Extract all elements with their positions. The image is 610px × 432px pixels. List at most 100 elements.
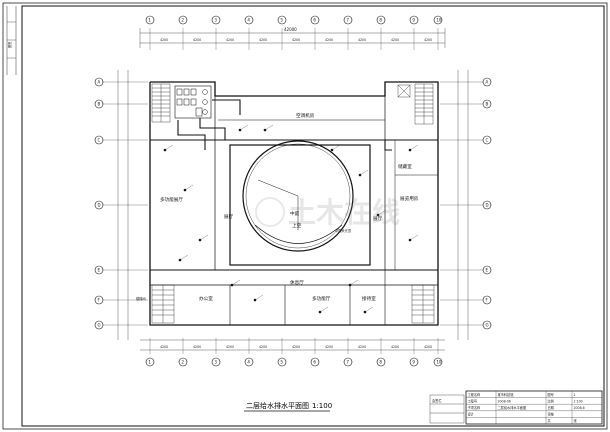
grid-col-label: 3 bbox=[214, 18, 217, 23]
grid-bubble-col: 3 bbox=[211, 15, 221, 50]
grid-bubble-col: 1 bbox=[145, 15, 155, 50]
title-block-cell: 设计 bbox=[468, 412, 475, 417]
grid-bubble-row: F bbox=[94, 295, 148, 305]
grid-bubble-col: 10 bbox=[433, 15, 443, 50]
top-dim-text: 4200 bbox=[292, 38, 300, 42]
grid-row-label: D bbox=[486, 203, 489, 208]
grid-bubble-row: B bbox=[94, 99, 148, 109]
grid-row-label: G bbox=[98, 323, 101, 328]
grid-col-label: 10 bbox=[436, 360, 442, 365]
bottom-dim-text: 4200 bbox=[358, 345, 366, 349]
grid-bubble-col: 8 bbox=[376, 15, 386, 50]
title-block-cell: 工程名称 bbox=[468, 392, 482, 397]
drain-point bbox=[330, 144, 341, 152]
drain-point bbox=[408, 144, 419, 152]
grid-col-label: 7 bbox=[346, 360, 349, 365]
room-atrium-sub: 上空 bbox=[292, 222, 302, 229]
bottom-dimensions bbox=[140, 339, 445, 351]
title-block-cell: 1:100 bbox=[574, 399, 583, 403]
drain-point bbox=[183, 184, 194, 192]
grid-bubble-row: C bbox=[440, 135, 492, 145]
top-dim-text: 4200 bbox=[391, 38, 399, 42]
drain-point bbox=[318, 306, 329, 314]
title-block-cell: 张 bbox=[574, 418, 578, 423]
title-block-cell: 2008-06 bbox=[498, 399, 511, 403]
stair-bottom-right bbox=[411, 284, 435, 324]
room-atrium: 中庭 bbox=[290, 210, 300, 217]
grid-row-label: C bbox=[98, 138, 101, 143]
grid-row-label: A bbox=[486, 80, 489, 85]
grid-bubbles-left: A B C D E F G bbox=[94, 77, 148, 330]
bottom-dim-text: 4200 bbox=[292, 345, 300, 349]
toilet-fixtures bbox=[174, 85, 212, 119]
grid-bubble-row: E bbox=[94, 265, 148, 275]
drain-point bbox=[376, 209, 387, 217]
top-dim-text: 4200 bbox=[424, 38, 432, 42]
grid-row-label: D bbox=[98, 203, 101, 208]
grid-col-label: 9 bbox=[412, 18, 415, 23]
grid-bubble-col: 9 bbox=[409, 338, 419, 367]
grid-bubble-row: B bbox=[440, 99, 492, 109]
title-block-cell: 2 bbox=[574, 393, 576, 397]
grid-bubble-row: C bbox=[94, 135, 148, 145]
title-block-cell: 子项名称 bbox=[468, 405, 482, 410]
grid-col-label: 1 bbox=[148, 18, 151, 23]
title-block-cell: 日期 bbox=[548, 405, 554, 410]
atrium-circle bbox=[242, 140, 354, 252]
drain-point bbox=[358, 169, 369, 177]
grid-row-label: F bbox=[486, 298, 489, 303]
drain-point bbox=[263, 124, 274, 132]
room-top-corridor: 空调机房 bbox=[296, 112, 315, 119]
title-block-cell: 共 bbox=[548, 418, 552, 423]
drain-points bbox=[163, 124, 419, 314]
grid-bubble-col: 7 bbox=[343, 338, 353, 367]
drain-point bbox=[253, 294, 264, 302]
grid-col-label: 5 bbox=[280, 360, 283, 365]
grid-row-label: A bbox=[98, 80, 101, 85]
title-block-cell: 审核 bbox=[548, 412, 555, 417]
top-dim-text: 4200 bbox=[160, 38, 168, 42]
grid-bubble-row: G bbox=[440, 320, 492, 330]
grid-row-label: F bbox=[98, 298, 101, 303]
drain-point bbox=[408, 234, 419, 242]
room-stair-left: 楼梯间 bbox=[136, 296, 146, 301]
grid-bubble-col: 1 bbox=[145, 338, 155, 367]
title-block-cell: 工程号 bbox=[468, 398, 478, 403]
grid-col-label: 9 bbox=[412, 360, 415, 365]
drain-point bbox=[230, 279, 241, 287]
watermark: 土木在线 bbox=[255, 196, 400, 229]
drain-point bbox=[163, 144, 174, 152]
room-right-big: 展览用房 bbox=[400, 195, 419, 202]
grid-bubble-col: 2 bbox=[178, 15, 188, 50]
title-block-cell: 二层给水排水平面图 bbox=[498, 405, 527, 410]
room-left-mid: 展厅 bbox=[224, 214, 234, 220]
grid-row-label: C bbox=[486, 138, 489, 143]
grid-col-label: 3 bbox=[214, 360, 217, 365]
grid-bubble-col: 9 bbox=[409, 15, 419, 50]
drawing-title: 二层给水排水平面图 bbox=[246, 401, 309, 410]
grid-bubble-col: 3 bbox=[211, 338, 221, 367]
bottom-dim-text: 4200 bbox=[424, 345, 432, 349]
grid-bubble-row: E bbox=[440, 265, 492, 275]
bottom-dim-text: 4200 bbox=[325, 345, 333, 349]
water-pipes bbox=[177, 99, 392, 271]
grid-row-label: E bbox=[486, 268, 489, 273]
grid-col-label: 10 bbox=[436, 18, 442, 23]
left-binding-strip: 图签 bbox=[6, 6, 17, 75]
grid-col-label: 2 bbox=[181, 18, 184, 23]
grid-bubble-col: 8 bbox=[376, 338, 386, 367]
grid-col-label: 6 bbox=[313, 360, 316, 365]
grid-row-label: B bbox=[486, 102, 489, 107]
grid-bubbles-right: A B C D E F G bbox=[440, 77, 492, 330]
grid-bubble-col: 4 bbox=[244, 338, 254, 367]
grid-bubble-col: 5 bbox=[277, 15, 287, 50]
grid-col-label: 8 bbox=[379, 360, 382, 365]
drain-point bbox=[238, 124, 249, 132]
grid-bubble-col: 5 bbox=[277, 338, 287, 367]
grid-col-label: 1 bbox=[148, 360, 151, 365]
top-dim-text: 4200 bbox=[193, 38, 201, 42]
